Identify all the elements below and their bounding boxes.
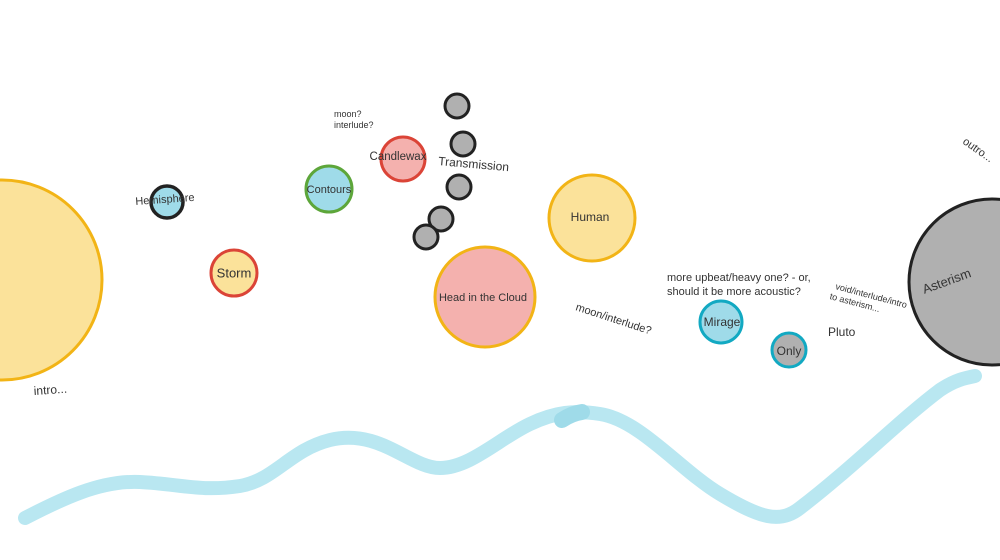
- contours-label: Contours: [307, 184, 352, 196]
- wave-highlight: [554, 404, 590, 428]
- head-in-the-cloud-label: Head in the Cloud: [439, 292, 527, 304]
- mirage-circle[interactable]: [698, 299, 744, 345]
- upbeat-note: more upbeat/heavy one? - or, should it b…: [667, 272, 814, 298]
- mirage-label: Mirage: [704, 315, 741, 329]
- gray-bead-circle[interactable]: [443, 92, 471, 120]
- upbeat-note-line: more upbeat/heavy one? - or,: [667, 272, 811, 284]
- candlewax-circle[interactable]: [379, 135, 427, 183]
- wave-line: [18, 369, 982, 525]
- contours-circle[interactable]: [304, 164, 354, 214]
- human-label: Human: [571, 210, 610, 224]
- moon-interlude-question-line: moon?: [334, 109, 362, 119]
- intro-note: intro...: [33, 382, 67, 398]
- transmission-note: Transmission: [438, 154, 510, 174]
- only-label: Only: [777, 344, 802, 358]
- moon-interlude-note: moon/interlude?: [574, 301, 653, 337]
- head-in-the-cloud-circle[interactable]: [433, 245, 537, 349]
- gray-bead-circle[interactable]: [445, 173, 473, 201]
- asterism-circle[interactable]: [907, 197, 1000, 367]
- moon-interlude-question-line: interlude?: [334, 120, 374, 130]
- sun-circle[interactable]: [0, 178, 104, 382]
- candlewax-label: Candlewax: [370, 151, 427, 163]
- void-intro-note: void/interlude/intro to asterism...: [829, 280, 911, 321]
- hemisphere-circle[interactable]: [149, 184, 185, 220]
- only-circle[interactable]: [770, 331, 808, 369]
- gray-bead-circle[interactable]: [449, 130, 477, 158]
- gray-bead-circle[interactable]: [427, 205, 455, 233]
- pluto-note: Pluto: [828, 325, 856, 339]
- moon-interlude-question-note: moon? interlude?: [334, 109, 374, 130]
- human-circle[interactable]: [547, 173, 637, 263]
- upbeat-note-line: should it be more acoustic?: [667, 286, 801, 298]
- gray-bead-circle[interactable]: [412, 223, 440, 251]
- hemisphere-label: Hemisphere: [135, 192, 195, 208]
- outro-note: outro...: [960, 136, 995, 165]
- storm-circle[interactable]: [209, 248, 259, 298]
- storm-label: Storm: [217, 265, 252, 280]
